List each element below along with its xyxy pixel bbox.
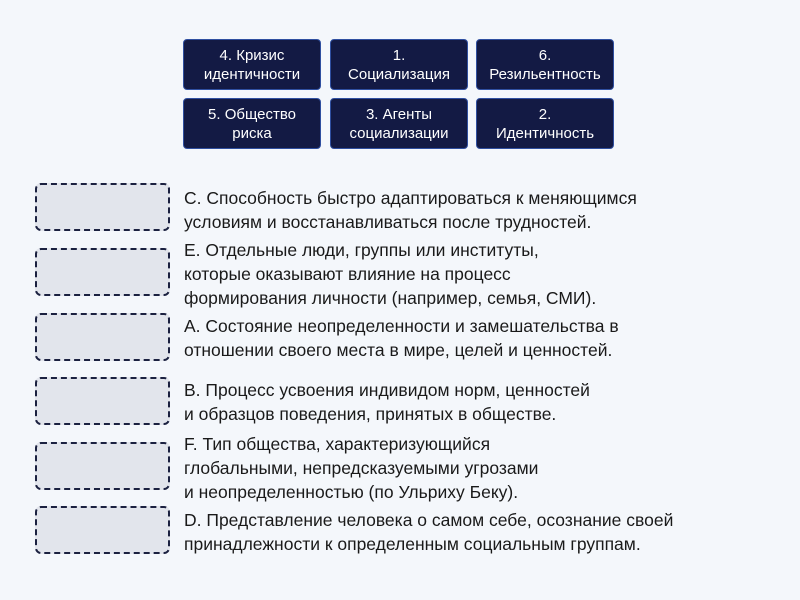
definition-b: B. Процесс усвоения индивидом норм, ценн… xyxy=(184,380,590,424)
term-card-crisis-identity[interactable]: 4. Кризис идентичности xyxy=(183,39,321,90)
definition-c: C. Способность быстро адаптироваться к м… xyxy=(184,188,637,232)
drop-zone-a[interactable] xyxy=(35,313,170,361)
definition-a: A. Состояние неопределенности и замешате… xyxy=(184,316,619,360)
drop-zone-d[interactable] xyxy=(35,506,170,554)
term-card-socialization[interactable]: 1. Социализация xyxy=(330,39,468,90)
term-card-agents-socialization[interactable]: 3. Агенты социализации xyxy=(330,98,468,149)
drop-zone-c[interactable] xyxy=(35,183,170,231)
definition-e: E. Отдельные люди, группы или институты,… xyxy=(184,240,597,308)
drop-zone-b[interactable] xyxy=(35,377,170,425)
definition-d: D. Представление человека о самом себе, … xyxy=(184,510,674,554)
drop-zone-e[interactable] xyxy=(35,248,170,296)
definition-f: F. Тип общества, характеризующийся глоба… xyxy=(184,434,539,502)
term-card-identity[interactable]: 2. Идентичность xyxy=(476,98,614,149)
term-card-resilience[interactable]: 6. Резильентность xyxy=(476,39,614,90)
term-card-risk-society[interactable]: 5. Общество риска xyxy=(183,98,321,149)
drop-zone-f[interactable] xyxy=(35,442,170,490)
